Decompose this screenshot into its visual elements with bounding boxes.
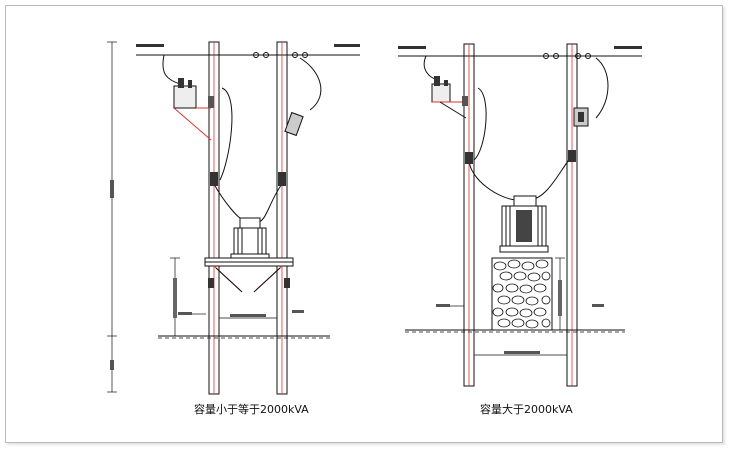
left-transformer (230, 217, 270, 259)
right-base-dimension (555, 257, 565, 331)
left-caption: 容量小于等于2000kVA (194, 403, 309, 416)
right-overhead-line (398, 46, 642, 59)
right-poles (463, 43, 578, 387)
right-ground-line (405, 329, 625, 333)
figure-frame (5, 5, 723, 443)
right-transformer (499, 195, 549, 253)
left-installation (107, 41, 360, 395)
left-ground-line (158, 335, 330, 339)
right-fuse-switch (431, 76, 468, 119)
left-height-dimension (107, 41, 117, 393)
left-arrester (284, 111, 304, 137)
right-caption: 容量大于2000kVA (480, 403, 573, 416)
left-fuse-switch (173, 78, 214, 141)
left-platform (204, 257, 294, 293)
right-installation (398, 43, 642, 387)
left-platform-dimension (170, 257, 180, 337)
right-stone-base (491, 257, 553, 331)
right-arrester (573, 107, 589, 127)
left-overhead-line (136, 44, 360, 58)
